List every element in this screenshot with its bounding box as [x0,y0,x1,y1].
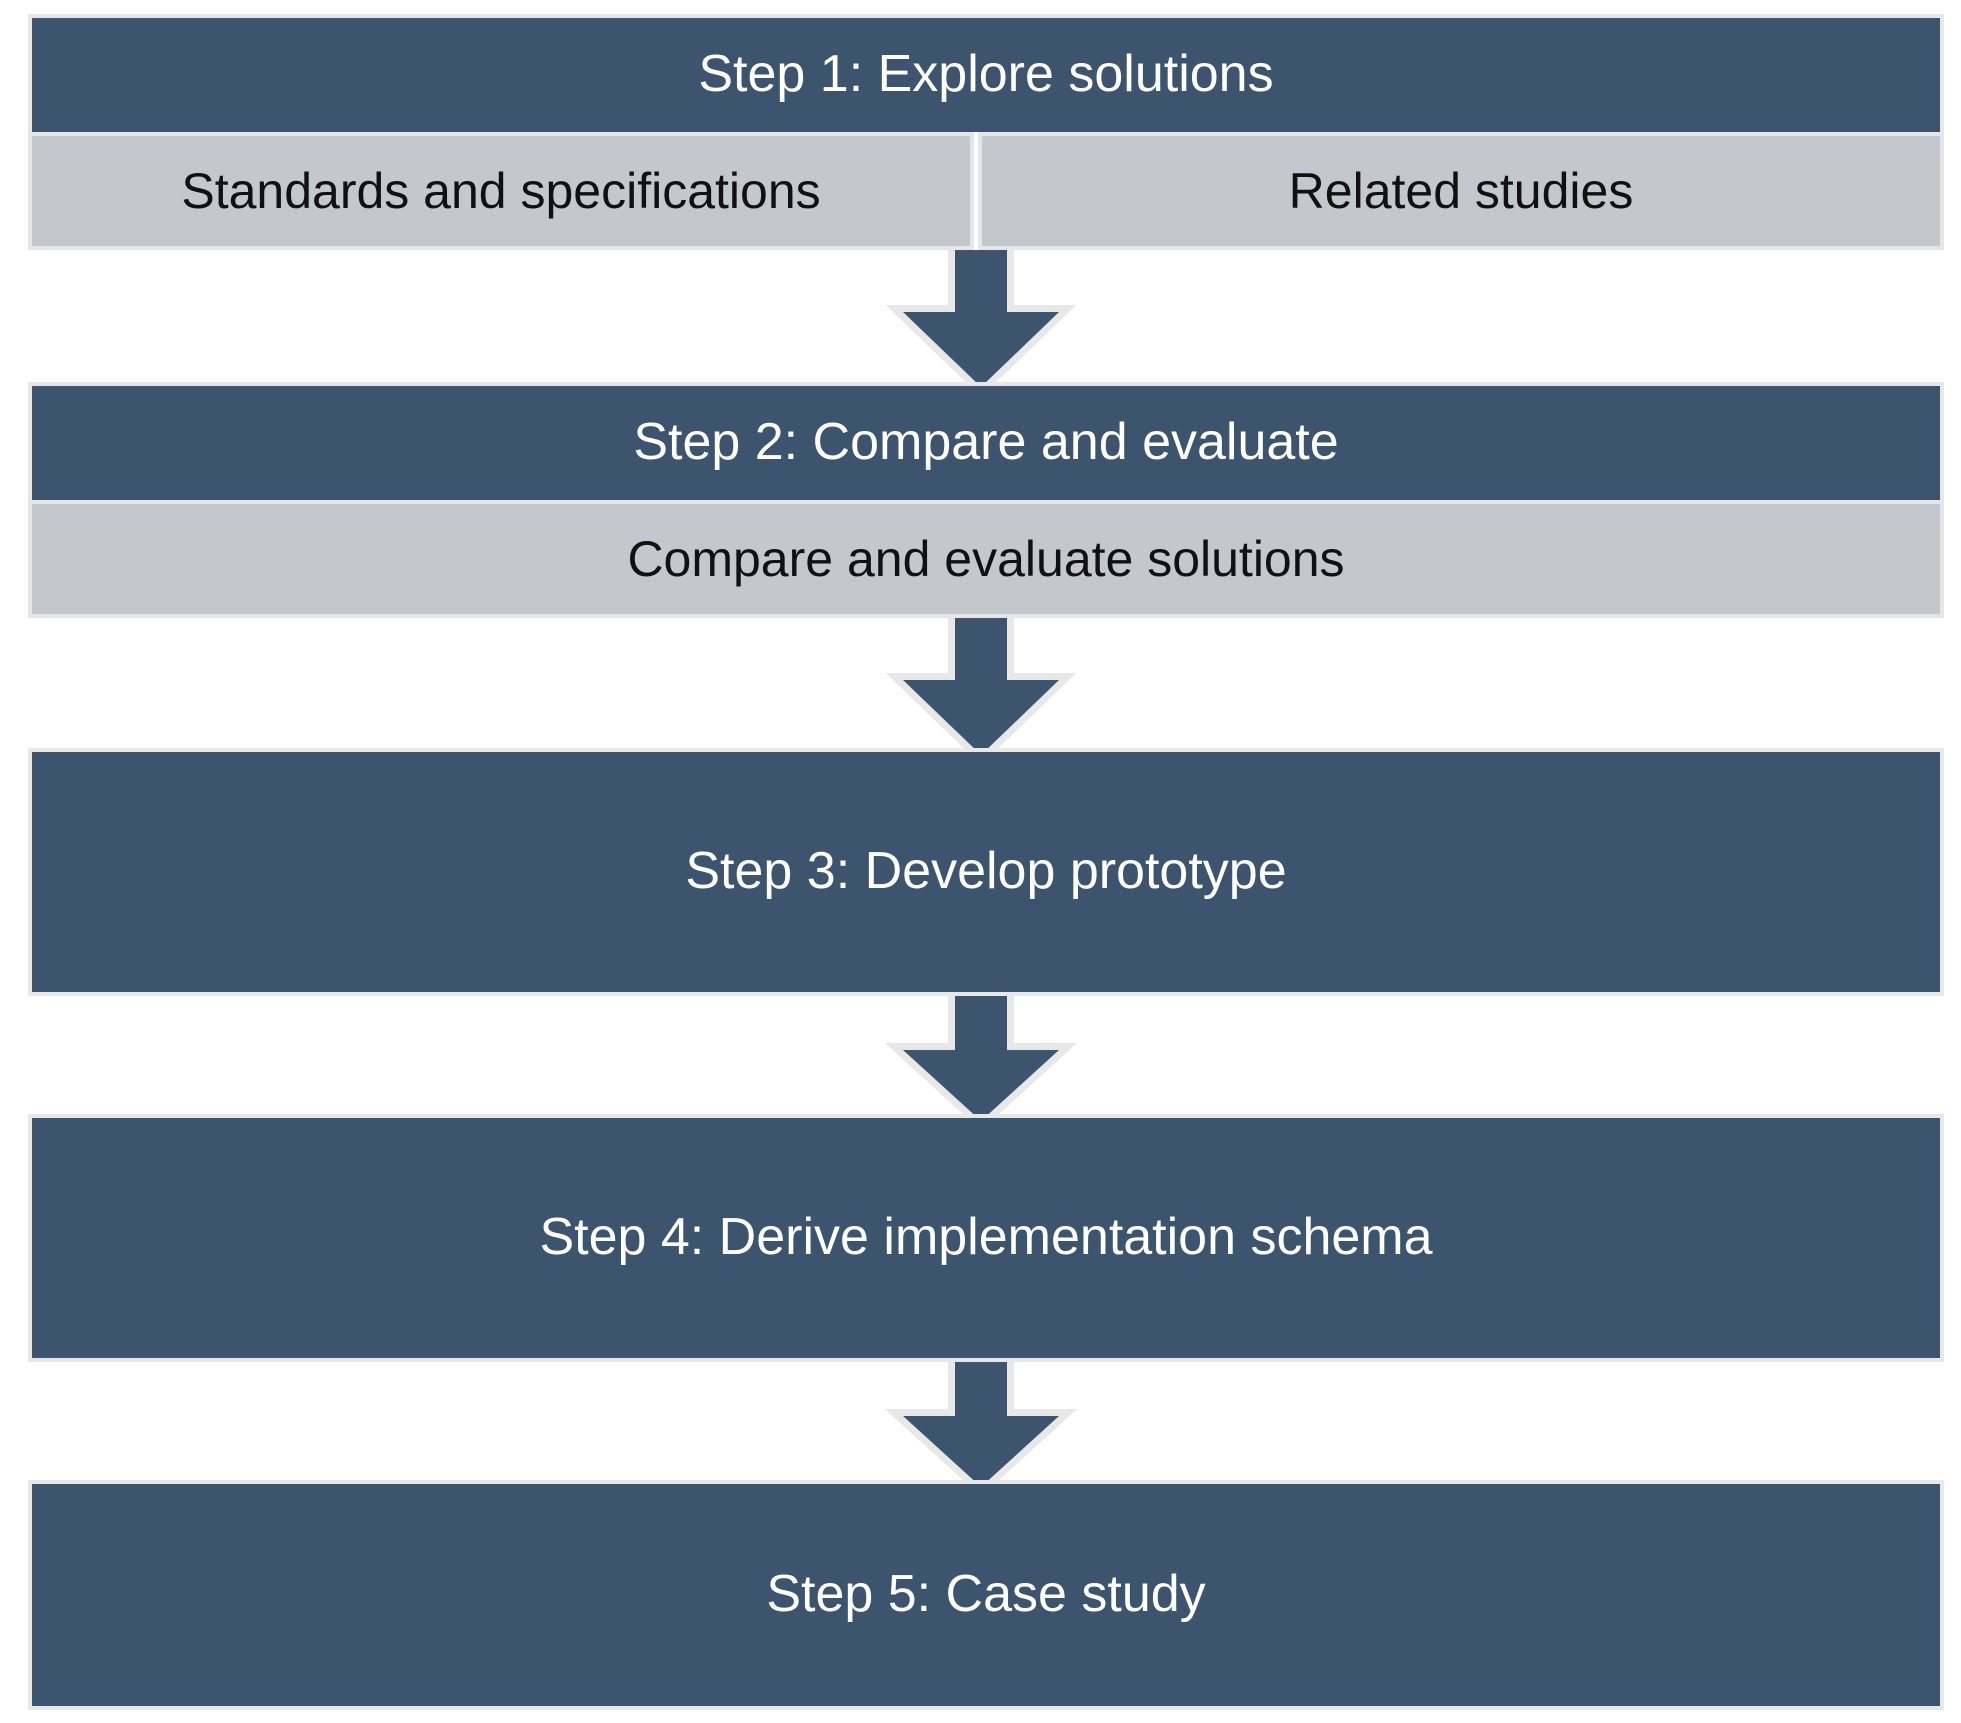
step-1-subitem-related-studies-label: Related studies [1288,162,1634,219]
step-2-header-label: Step 2: Compare and evaluate [633,413,1339,472]
step-4-block[interactable]: Step 4: Derive implementation schema [28,1114,1944,1362]
step-1-header-block[interactable]: Step 1: Explore solutions [28,14,1944,132]
step-1-subitem-related-studies-block[interactable]: Related studies [978,132,1944,250]
arrow-1-to-2 [876,250,1086,390]
down-arrow-icon [884,1362,1078,1490]
down-arrow-icon [884,996,1078,1124]
step-2-subitem-compare-evaluate-label: Compare and evaluate solutions [627,530,1345,587]
down-arrow-icon [885,618,1077,758]
step-1-subitem-standards-label: Standards and specifications [181,162,821,219]
step-1-header-label: Step 1: Explore solutions [698,45,1274,104]
arrow-4-to-5 [876,1362,1086,1490]
arrow-3-to-4 [876,996,1086,1124]
step-5-label: Step 5: Case study [766,1565,1206,1624]
arrow-2-to-3 [876,618,1086,758]
down-arrow-icon [885,250,1077,390]
step-5-block[interactable]: Step 5: Case study [28,1480,1944,1710]
step-3-block[interactable]: Step 3: Develop prototype [28,748,1944,996]
step-2-subitem-compare-evaluate-block[interactable]: Compare and evaluate solutions [28,500,1944,618]
step-4-label: Step 4: Derive implementation schema [539,1208,1433,1267]
step-1-subitem-standards-block[interactable]: Standards and specifications [28,132,974,250]
step-3-label: Step 3: Develop prototype [685,842,1287,901]
step-2-header-block[interactable]: Step 2: Compare and evaluate [28,382,1944,500]
